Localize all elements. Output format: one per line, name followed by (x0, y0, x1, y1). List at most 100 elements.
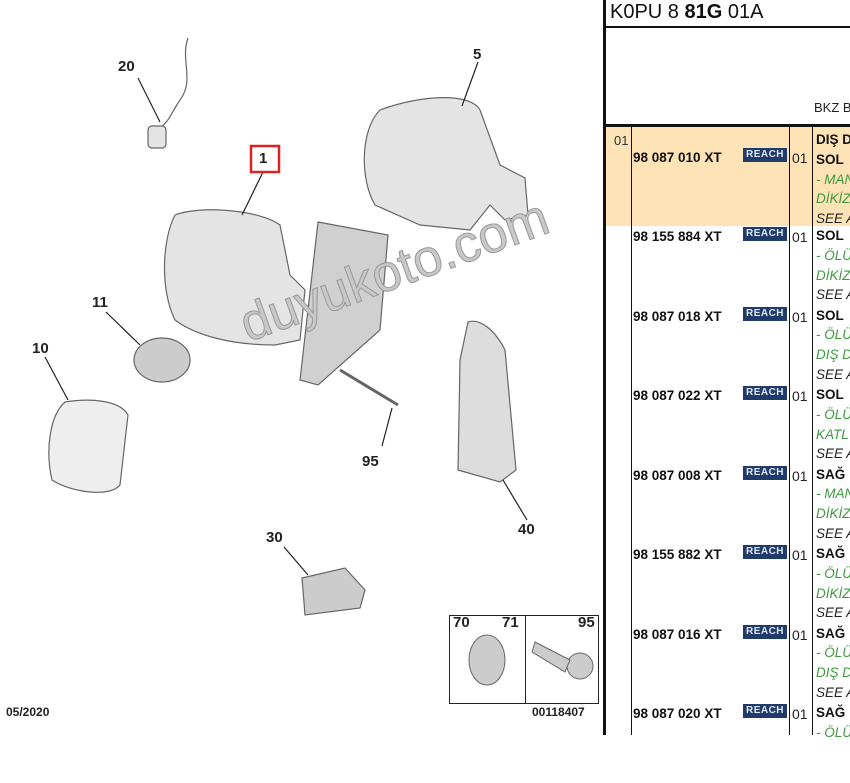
table-row[interactable]: 98 087 016 XT REACH 01 SAĞ - ÖLÜ DIŞ D SEE A (606, 624, 850, 704)
callout-11: 11 (92, 294, 108, 311)
table-row[interactable]: 98 087 010 XT REACH 01 DIŞ D SOL - MAN DİKİZ SE… (606, 127, 850, 226)
column-divider (631, 125, 632, 735)
callout-20: 20 (118, 58, 135, 75)
group-number: 01 (614, 133, 629, 148)
description-line: - ÖLÜ (816, 406, 850, 422)
description-line: - ÖLÜ (816, 565, 850, 581)
reach-badge: REACH (743, 624, 787, 639)
divider (606, 124, 850, 127)
connector-part-20 (147, 125, 167, 149)
part-number[interactable]: 98 087 022 XT (633, 388, 722, 403)
quantity: 01 (792, 229, 808, 245)
title-suffix: 01A (722, 1, 764, 23)
mirror-part-1 (163, 209, 306, 346)
description-line: SAĞ (816, 466, 846, 482)
glass-part-10 (48, 399, 129, 493)
wire-part-20 (159, 37, 189, 129)
description-line: KATL (816, 426, 849, 442)
part-number[interactable]: 98 087 010 XT (633, 150, 722, 165)
diagram-date: 05/2020 (6, 705, 50, 719)
divider (606, 26, 850, 28)
plug-part-70 (468, 634, 506, 686)
quantity: 01 (792, 388, 808, 404)
quantity: 01 (792, 626, 808, 643)
part-number[interactable]: 98 155 884 XT (633, 229, 722, 244)
part-number[interactable]: 98 087 008 XT (633, 467, 722, 483)
description-line: - ÖLÜ (816, 645, 850, 661)
description-line: DİKİZ (816, 506, 850, 522)
reach-badge: REACH (743, 227, 787, 241)
table-row[interactable]: 98 087 008 XT REACH 01 SAĞ - MAN DİKİZ SEE A (606, 465, 850, 545)
quantity: 01 (792, 150, 808, 166)
column-divider (812, 125, 813, 735)
description-line: DIŞ D (816, 347, 850, 363)
diagram-ref: 00118407 (532, 705, 585, 719)
description-line: SEE A (816, 684, 850, 700)
description-line: DİKİZ (816, 191, 850, 207)
description-line: SEE A (816, 287, 850, 303)
description-line: SEE A (816, 446, 850, 462)
reach-badge: REACH (743, 704, 787, 718)
parts-diagram: 20 5 1 11 10 95 40 30 70 71 95 05/2020 0… (6, 37, 599, 719)
reach-badge: REACH (743, 545, 787, 559)
description-line: SEE A (816, 605, 850, 621)
description-line: DİKİZ (816, 585, 850, 601)
description: SAĞ - ÖLÜ DIŞ D SEE A (816, 624, 850, 703)
reach-badge: REACH (743, 306, 787, 321)
screw-shaft-95 (531, 641, 571, 673)
description-line: - ÖLÜ (816, 247, 850, 263)
description-line: - MAN (816, 171, 850, 187)
description-line: SEE A (816, 525, 850, 541)
description: SAĞ - ÖLÜ (816, 703, 850, 743)
inset-box (449, 615, 599, 704)
description-line: - MAN (816, 486, 850, 502)
bracket (299, 221, 389, 386)
part-number[interactable]: 98 087 020 XT (633, 706, 722, 721)
reach-badge: REACH (743, 386, 787, 400)
callout-95: 95 (362, 453, 379, 470)
description-line: SAĞ (816, 705, 846, 720)
column-divider (789, 125, 790, 735)
exploded-view-drawing (44, 37, 594, 686)
cover-part-5 (363, 97, 529, 231)
inset-label-70: 70 (453, 614, 470, 631)
part-number[interactable]: 98 087 018 XT (633, 308, 722, 324)
quantity: 01 (792, 467, 808, 484)
callout-10: 10 (32, 340, 49, 357)
description: DIŞ D SOL - MAN DİKİZ SEE A (816, 130, 850, 229)
callout-1: 1 (259, 150, 268, 167)
description-line: SAĞ (816, 625, 846, 641)
switch-part-30 (301, 567, 366, 616)
callout-30: 30 (266, 529, 283, 546)
highlight-box-part-1 (249, 144, 281, 174)
description-line: SOL (816, 228, 844, 243)
description-line: SOL (816, 307, 844, 323)
description-line: SEE A (816, 211, 850, 227)
description-line: SEE A (816, 366, 850, 382)
trim-part-40 (457, 320, 517, 483)
title-bold: 81G (684, 1, 723, 23)
screw-part-95 (339, 368, 399, 407)
part-number[interactable]: 98 155 882 XT (633, 547, 722, 562)
description-line: DIŞ D (816, 132, 850, 147)
part-number[interactable]: 98 087 016 XT (633, 626, 722, 642)
quantity: 01 (792, 308, 808, 325)
inset-divider (525, 616, 526, 703)
description-line: - ÖLÜ (816, 724, 850, 740)
quantity: 01 (792, 547, 808, 563)
reach-badge: REACH (743, 148, 787, 162)
reach-badge: REACH (743, 465, 787, 480)
description-line: DIŞ D (816, 665, 850, 681)
description-line: SOL (816, 151, 844, 167)
inset-label-95: 95 (578, 614, 595, 631)
